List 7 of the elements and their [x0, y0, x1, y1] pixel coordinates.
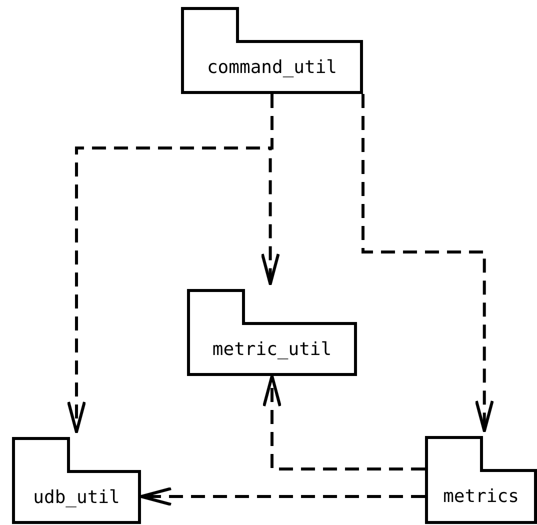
package-name: metrics	[443, 486, 519, 507]
dependency-arrow	[362, 94, 494, 432]
dependency-arrow	[140, 487, 425, 506]
package-name: udb_util	[33, 486, 120, 508]
dependency-arrow	[262, 374, 425, 470]
package-name: command_util	[206, 56, 338, 78]
package-name: metric_util	[212, 338, 332, 360]
